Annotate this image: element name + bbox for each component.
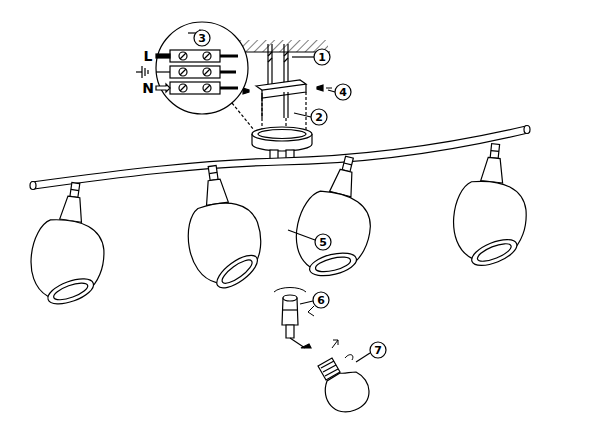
lampholder bbox=[274, 288, 311, 349]
callout-number: 5 bbox=[319, 237, 327, 248]
earth-symbol bbox=[136, 66, 148, 78]
spotlight bbox=[178, 161, 267, 298]
guide-lines bbox=[262, 92, 306, 132]
spotlight-bar bbox=[32, 126, 528, 189]
terminal-label: L bbox=[144, 49, 153, 63]
ceiling-screws bbox=[268, 44, 288, 84]
turn-arrows bbox=[308, 306, 353, 360]
callout-number: 3 bbox=[198, 33, 206, 44]
mounting-bracket bbox=[256, 80, 306, 118]
spotlight bbox=[448, 140, 533, 275]
spotlight bbox=[24, 178, 113, 315]
callout-number: 1 bbox=[318, 52, 326, 63]
spotlight bbox=[285, 149, 386, 291]
wires bbox=[156, 54, 238, 92]
terminal-label: N bbox=[142, 81, 154, 95]
terminal-block bbox=[170, 50, 220, 94]
terminal-magnifier bbox=[136, 22, 254, 130]
callout-number: 2 bbox=[315, 112, 323, 123]
bracket-screws bbox=[234, 85, 332, 94]
callout-circles bbox=[194, 30, 386, 362]
callout-number: 4 bbox=[339, 87, 347, 98]
callout-number: 6 bbox=[317, 295, 325, 306]
callout-number: 7 bbox=[374, 345, 382, 356]
bulb bbox=[318, 358, 369, 412]
